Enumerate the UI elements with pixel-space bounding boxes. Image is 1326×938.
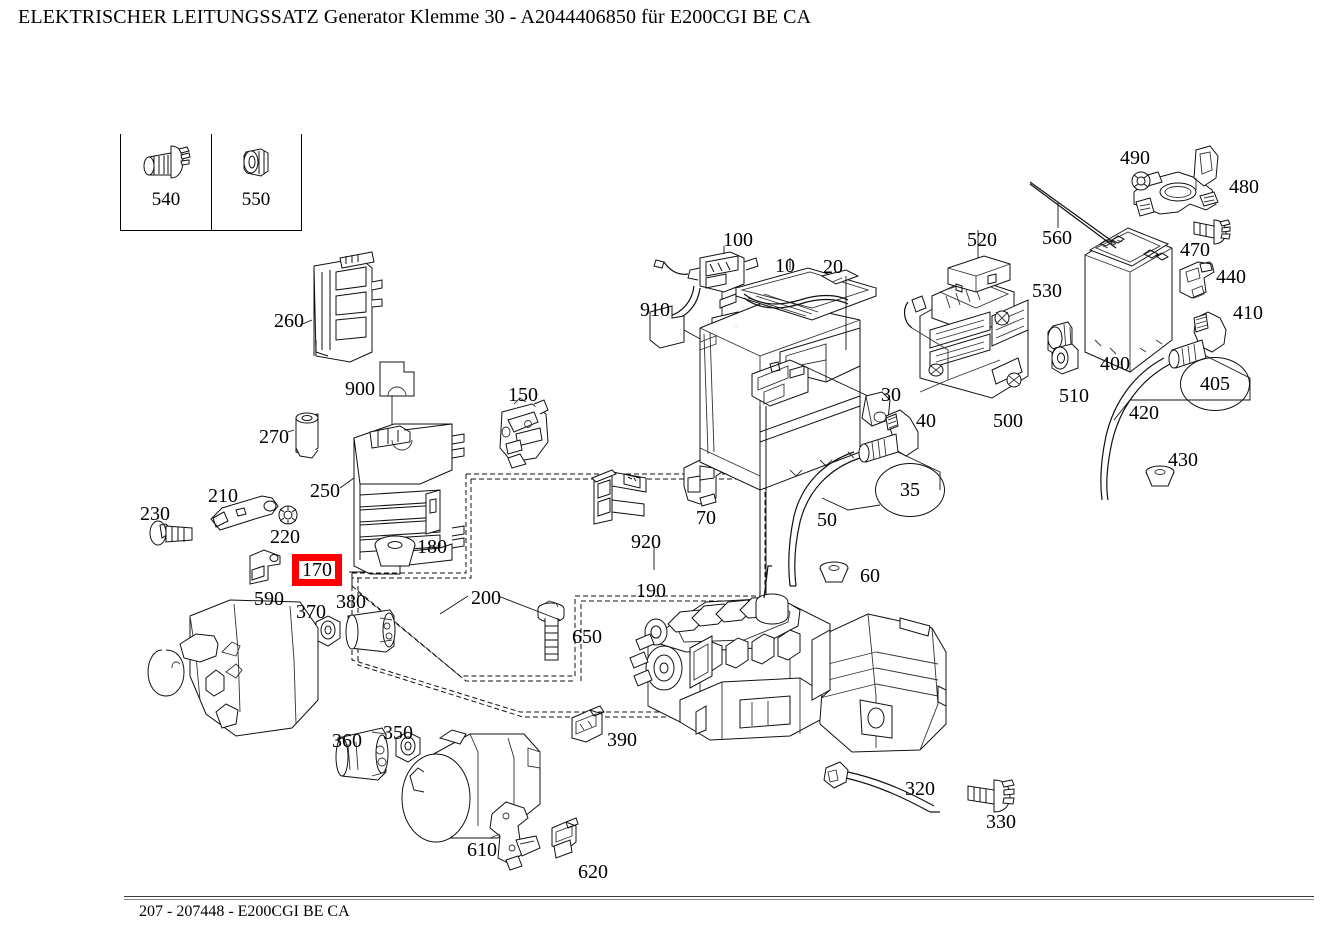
callout-label-220[interactable]: 220	[270, 526, 300, 548]
callout-label-430[interactable]: 430	[1168, 449, 1198, 471]
callout-label-420[interactable]: 420	[1129, 402, 1159, 424]
footer-rule-bottom	[124, 899, 1314, 900]
callout-label-40[interactable]: 40	[916, 410, 936, 432]
nut-icon	[211, 138, 301, 188]
callout-label-590[interactable]: 590	[254, 588, 284, 610]
legend-divider	[211, 134, 212, 230]
callout-label-100[interactable]: 100	[723, 229, 753, 251]
callout-label-910[interactable]: 910	[640, 299, 670, 321]
callout-label-510[interactable]: 510	[1059, 385, 1089, 407]
callout-label-390[interactable]: 390	[607, 729, 637, 751]
highlight-rect-170	[292, 554, 342, 586]
footer-text: 207 - 207448 - E200CGI BE CA	[139, 903, 350, 920]
callout-label-360[interactable]: 360	[332, 730, 362, 752]
legend-box: 540 550	[120, 134, 302, 231]
callout-label-30[interactable]: 30	[881, 384, 901, 406]
callout-label-520[interactable]: 520	[967, 229, 997, 251]
callout-label-330[interactable]: 330	[986, 811, 1016, 833]
callout-label-650[interactable]: 650	[572, 626, 602, 648]
callout-label-50[interactable]: 50	[817, 509, 837, 531]
callout-label-400[interactable]: 400	[1100, 353, 1130, 375]
callout-label-480[interactable]: 480	[1229, 176, 1259, 198]
callout-label-610[interactable]: 610	[467, 839, 497, 861]
callout-label-440[interactable]: 440	[1216, 266, 1246, 288]
footer-rule-top	[124, 896, 1314, 897]
callout-label-200[interactable]: 200	[471, 587, 501, 609]
callout-label-190[interactable]: 190	[636, 580, 666, 602]
callout-label-410[interactable]: 410	[1233, 302, 1263, 324]
callout-circle-405[interactable]: 405	[1180, 357, 1250, 411]
page-title: ELEKTRISCHER LEITUNGSSATZ Generator Klem…	[18, 6, 812, 28]
callout-label-60[interactable]: 60	[860, 565, 880, 587]
callout-label-270[interactable]: 270	[259, 426, 289, 448]
callout-label-260[interactable]: 260	[274, 310, 304, 332]
callout-label-530[interactable]: 530	[1032, 280, 1062, 302]
legend-cell-550[interactable]: 550	[211, 134, 301, 230]
legend-number-540: 540	[151, 189, 181, 210]
callout-label-350[interactable]: 350	[383, 722, 413, 744]
callout-label-920[interactable]: 920	[631, 531, 661, 553]
callout-label-170[interactable]: 170	[302, 559, 332, 581]
callout-label-150[interactable]: 150	[508, 384, 538, 406]
callout-label-230[interactable]: 230	[140, 503, 170, 525]
callout-label-210[interactable]: 210	[208, 485, 238, 507]
callout-label-70[interactable]: 70	[696, 507, 716, 529]
legend-cell-540[interactable]: 540	[121, 134, 211, 230]
callout-circle-35[interactable]: 35	[875, 463, 945, 517]
callout-label-470[interactable]: 470	[1180, 239, 1210, 261]
callout-label-620[interactable]: 620	[578, 861, 608, 883]
callout-label-900[interactable]: 900	[345, 378, 375, 400]
callout-label-560[interactable]: 560	[1042, 227, 1072, 249]
callout-label-250[interactable]: 250	[310, 480, 340, 502]
callout-label-380[interactable]: 380	[336, 591, 366, 613]
legend-number-550: 550	[241, 189, 271, 210]
callout-label-490[interactable]: 490	[1120, 147, 1150, 169]
callout-label-500[interactable]: 500	[993, 410, 1023, 432]
callout-label-180[interactable]: 180	[417, 536, 447, 558]
callout-label-320[interactable]: 320	[905, 778, 935, 800]
callout-label-20[interactable]: 20	[823, 256, 843, 278]
callout-label-370[interactable]: 370	[296, 601, 326, 623]
callout-label-10[interactable]: 10	[775, 255, 795, 277]
bolt-icon	[121, 138, 211, 188]
